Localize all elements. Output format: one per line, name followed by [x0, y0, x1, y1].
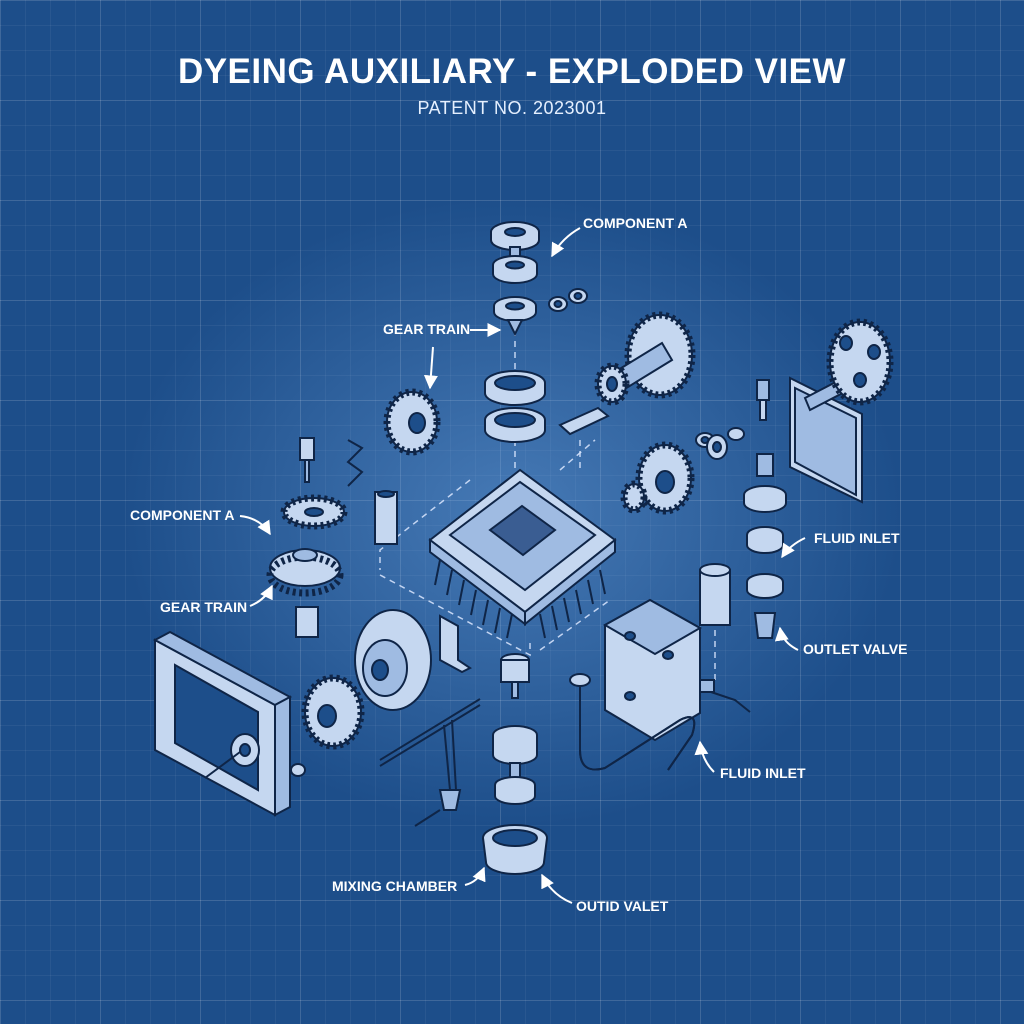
control-chip-module [428, 468, 617, 639]
bottom-spindle-stack [492, 653, 538, 805]
bent-pipe [569, 673, 696, 771]
left-gear-stack [266, 437, 398, 638]
mixing-chamber-cup [482, 824, 548, 875]
patent-number: PATENT NO. 2023001 [417, 98, 607, 118]
valve-stack [743, 453, 787, 639]
callout-mixing-chamber: MIXING CHAMBER [332, 878, 457, 894]
callout-component-a-top: COMPONENT A [583, 215, 687, 231]
mounting-plate-pulley [756, 318, 894, 504]
callout-gear-train-left: GEAR TRAIN [160, 599, 247, 615]
ring-bearings [484, 370, 610, 443]
callout-gear-train-top: GEAR TRAIN [383, 321, 470, 337]
t-pipe [379, 698, 481, 827]
bracket-frame [152, 630, 306, 817]
callout-component-a-left: COMPONENT A [130, 507, 234, 523]
top-spindle-stack [490, 221, 588, 337]
callout-fluid-inlet-bottom: FLUID INLET [720, 765, 806, 781]
callout-outlet-valve: OUTLET VALVE [803, 641, 907, 657]
flange-and-gear [301, 609, 472, 750]
diagram-title: DYEING AUXILIARY - EXPLODED VIEW [177, 52, 847, 91]
manifold-block [602, 563, 751, 742]
gear-shaft-assembly [594, 311, 696, 406]
drive-gear-washers [620, 427, 745, 515]
callout-outid-valet: OUTID VALET [576, 898, 669, 914]
callout-labels: COMPONENT A GEAR TRAIN COMPONENT A GEAR … [130, 215, 907, 914]
callout-fluid-inlet-right: FLUID INLET [814, 530, 900, 546]
callout-leaders [239, 227, 806, 904]
small-spur-gear [383, 388, 441, 456]
